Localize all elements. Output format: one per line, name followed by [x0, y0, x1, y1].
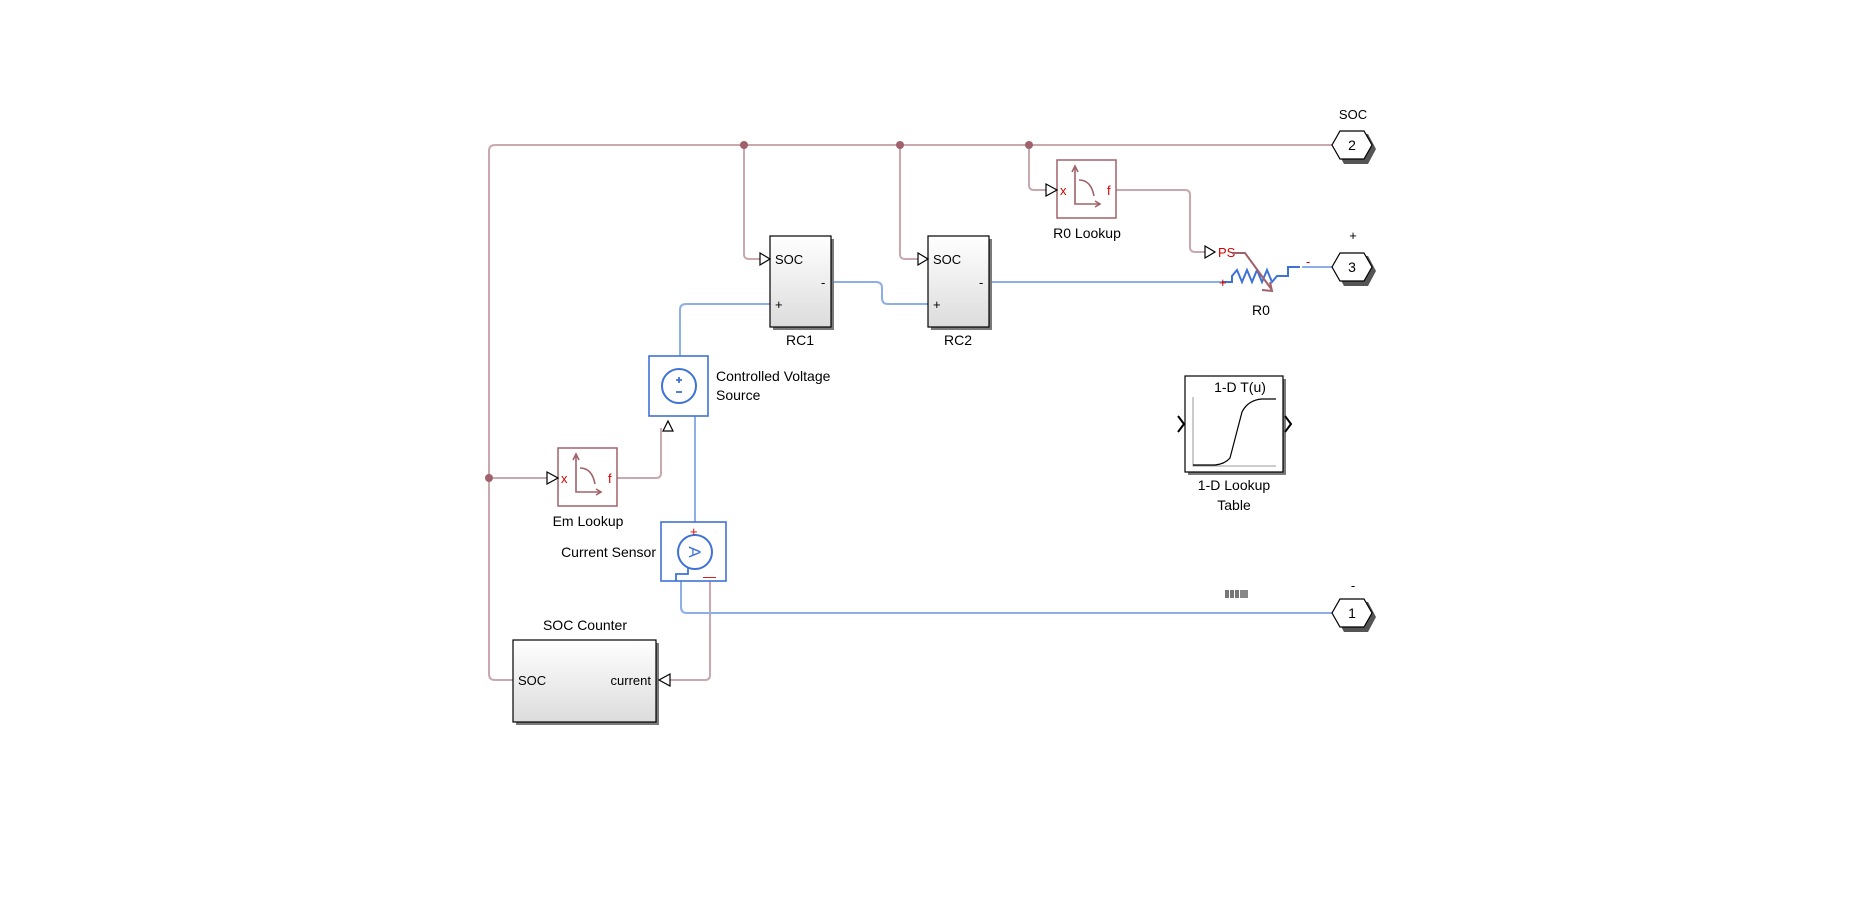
lookup-curve-icon — [572, 452, 603, 496]
r0-minus-label: - — [1306, 254, 1310, 269]
lookup-table-1d-title: 1-D T(u) — [1214, 379, 1266, 395]
port-3-hexagon-icon[interactable] — [1331, 252, 1373, 282]
current-sensor-name[interactable]: Current Sensor — [561, 544, 656, 560]
input-port-arrow-icon — [657, 672, 671, 688]
input-port-arrow-icon — [759, 251, 772, 267]
r0-plus-label: + — [1219, 275, 1227, 290]
r0-name[interactable]: R0 — [1252, 302, 1270, 318]
rc1-plus-label: + — [775, 297, 783, 312]
port-2-hexagon-icon[interactable] — [1331, 130, 1373, 160]
rc1-soc-line[interactable] — [743, 145, 760, 260]
r0-lookup-in-line[interactable] — [1028, 145, 1046, 191]
rc2-minus-label: - — [979, 275, 983, 290]
lookup-table-1d-name-line2[interactable]: Table — [1217, 497, 1251, 513]
rc1-to-rc2-line[interactable] — [831, 281, 928, 305]
port-3-number: 3 — [1348, 259, 1356, 275]
em-lookup-body[interactable] — [557, 447, 618, 507]
output-chevron-icon — [1284, 415, 1293, 433]
r0-lookup-block[interactable]: x f R0 Lookup — [1045, 159, 1121, 241]
arrowhead-icon — [1261, 281, 1274, 293]
rc2-soc-line[interactable] — [899, 145, 918, 260]
em-lookup-name[interactable]: Em Lookup — [553, 513, 624, 529]
rc2-plus-label: + — [933, 297, 941, 312]
bus-indicator-icon — [1225, 590, 1248, 598]
soc-counter-block[interactable]: SOC Counter SOC current — [512, 617, 671, 725]
physical-lines — [679, 266, 1333, 614]
r0-variable-resistor-block[interactable]: PS + - R0 — [1204, 244, 1310, 318]
rc2-block[interactable]: SOC - + RC2 — [917, 235, 992, 348]
rc1-minus-label: - — [821, 275, 825, 290]
soc-counter-current-port-label: current — [611, 673, 652, 688]
junction-point — [896, 141, 904, 149]
r0-lookup-x-label: x — [1060, 183, 1067, 198]
sigmoid-curve-icon — [1193, 398, 1276, 466]
rc1-soc-port-label: SOC — [775, 252, 803, 267]
em-lookup-x-label: x — [561, 471, 568, 486]
r0-lookup-body[interactable] — [1056, 159, 1117, 219]
r0-lookup-name[interactable]: R0 Lookup — [1053, 225, 1121, 241]
rc1-name[interactable]: RC1 — [786, 332, 814, 348]
outport-2[interactable]: SOC 2 — [1331, 107, 1376, 164]
junction-point — [1025, 141, 1033, 149]
em-lookup-f-label: f — [608, 471, 612, 486]
em-lookup-out-line[interactable] — [617, 428, 662, 479]
ammeter-icon — [677, 534, 713, 570]
current-sensor-block[interactable]: A + — Current Sensor — [561, 521, 727, 584]
port-1-label: - — [1351, 578, 1355, 593]
input-port-arrow-icon — [1204, 244, 1217, 260]
cvs-name-line2[interactable]: Source — [716, 387, 761, 403]
outport-1[interactable]: - 1 — [1331, 578, 1376, 632]
port-2-label: SOC — [1339, 107, 1367, 122]
lookup-table-1d-name-line1[interactable]: 1-D Lookup — [1198, 477, 1271, 493]
port-2-number: 2 — [1348, 137, 1356, 153]
axes-icon — [1192, 397, 1276, 467]
soc-signal-lines — [488, 144, 1333, 681]
rc1-body[interactable] — [769, 235, 832, 328]
current-sensor-plus-label: + — [690, 524, 698, 539]
lookup-table-1d-block[interactable]: 1-D T(u) 1-D Lookup Table — [1177, 375, 1293, 513]
input-chevron-icon — [1177, 415, 1186, 433]
sensor-to-port1-line[interactable] — [680, 581, 1333, 614]
rc2-soc-port-label: SOC — [933, 252, 961, 267]
rc1-block[interactable]: SOC - + RC1 — [759, 235, 834, 348]
soc-bus-line[interactable] — [488, 144, 1333, 681]
input-port-arrow-icon — [917, 251, 930, 267]
r0-lookup-f-label: f — [1107, 183, 1111, 198]
r0-ps-label: PS — [1218, 245, 1236, 260]
lookup-curve-icon — [1071, 164, 1102, 208]
current-sensor-minus-label: — — [703, 569, 716, 584]
rc2-body[interactable] — [927, 235, 990, 328]
r0-lookup-out-line[interactable] — [1116, 189, 1205, 253]
port-1-number: 1 — [1348, 605, 1356, 621]
cvs-to-rc1-line[interactable] — [679, 303, 770, 356]
junction-point — [740, 141, 748, 149]
voltage-source-icon — [661, 368, 697, 404]
input-port-arrow-icon — [1045, 182, 1059, 198]
soc-counter-name[interactable]: SOC Counter — [543, 617, 627, 633]
plus-sign-icon — [676, 377, 682, 383]
controlled-voltage-source-block[interactable]: Controlled Voltage Source — [648, 355, 831, 432]
junction-point — [485, 474, 493, 482]
sensor-lead-icon — [675, 568, 689, 581]
variable-arrow-icon — [1232, 252, 1273, 291]
em-lookup-block[interactable]: x f Em Lookup — [546, 447, 624, 529]
soc-counter-soc-port-label: SOC — [518, 673, 546, 688]
current-sensor-body[interactable] — [660, 521, 727, 582]
outport-3[interactable]: + 3 — [1331, 228, 1376, 286]
current-signal-line[interactable] — [670, 581, 711, 681]
input-port-arrow-icon — [546, 470, 560, 486]
port-1-hexagon-icon[interactable] — [1331, 598, 1373, 628]
ammeter-a-glyph: A — [685, 546, 704, 558]
input-port-arrow-icon — [662, 419, 674, 432]
cvs-name-line1[interactable]: Controlled Voltage — [716, 368, 831, 384]
rc2-name[interactable]: RC2 — [944, 332, 972, 348]
port-3-label: + — [1349, 228, 1357, 243]
soc-counter-body[interactable] — [512, 639, 657, 723]
cvs-body[interactable] — [648, 355, 709, 417]
